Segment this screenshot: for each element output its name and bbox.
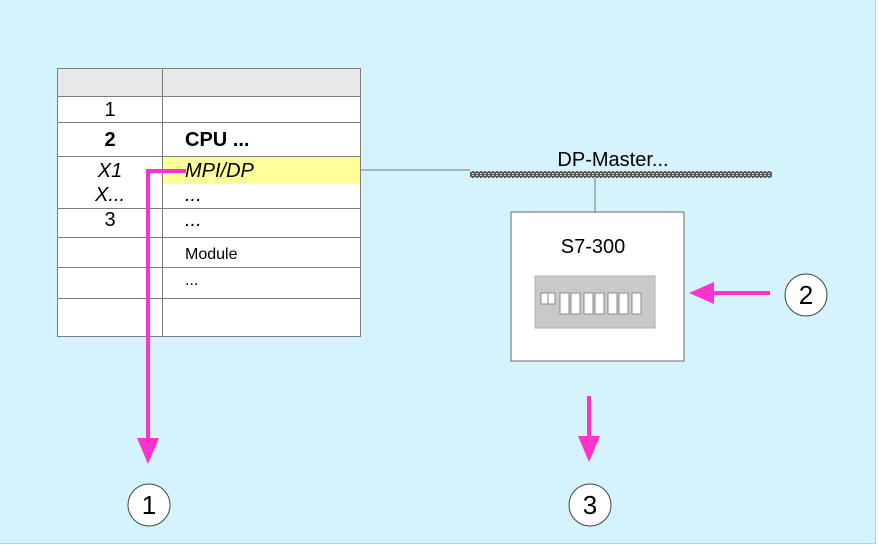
s7-300-station[interactable]: S7-300: [510, 211, 685, 362]
slot-cell: 2: [104, 129, 116, 151]
callout-3[interactable]: 3: [568, 483, 612, 527]
rack-modules-icon: [534, 275, 656, 329]
arrow-to-callout-3: [578, 396, 600, 462]
table-row-slot-1[interactable]: 1: [58, 96, 360, 123]
module-cell: ...: [185, 184, 202, 206]
table-row-module[interactable]: Module: [58, 238, 360, 268]
table-header: [58, 69, 360, 97]
module-cell: Module: [185, 246, 238, 263]
table-row-x[interactable]: X... ...: [58, 184, 360, 209]
arrow-from-callout-2: [689, 282, 770, 304]
table-column-divider: [162, 69, 163, 336]
callout-2[interactable]: 2: [784, 273, 828, 317]
callout-1[interactable]: 1: [127, 483, 171, 527]
slot-cell: 3: [104, 209, 116, 231]
module-cell: MPI/DP: [185, 160, 254, 182]
module-cell: CPU ...: [185, 129, 250, 151]
arrow-to-callout-1: [137, 169, 186, 464]
module-cell: ...: [185, 272, 199, 289]
module-cell: ...: [185, 209, 202, 231]
mpi-dp-highlight: [163, 157, 360, 184]
table-row-slot-3[interactable]: 3 ...: [58, 209, 360, 238]
station-label: S7-300: [561, 236, 626, 258]
table-row-mpi-dp[interactable]: X1 MPI/DP: [58, 157, 360, 184]
profibus-line[interactable]: [470, 171, 772, 178]
callout-1-label: 1: [142, 490, 156, 520]
dp-master-label: DP-Master...: [557, 149, 668, 171]
slot-cell: X...: [94, 184, 125, 206]
callout-3-label: 3: [583, 490, 597, 520]
callout-2-label: 2: [799, 280, 813, 310]
slot-cell: 1: [104, 99, 116, 121]
table-row-more[interactable]: ...: [58, 268, 360, 299]
slot-cell: X1: [97, 160, 123, 182]
table-row-cpu[interactable]: 2 CPU ...: [58, 123, 360, 157]
hardware-config-table: 1 2 CPU ... X1 MPI/DP X... ... 3 ... Mod…: [57, 68, 361, 337]
